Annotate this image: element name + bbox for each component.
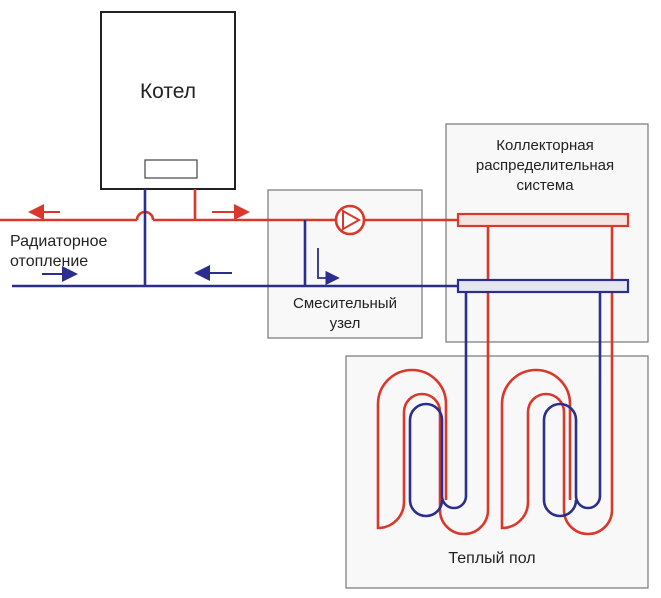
floor-coil-red-left bbox=[376, 368, 490, 536]
floor-coil-red-right bbox=[500, 368, 614, 536]
mixing-unit-label-line1: Смесительный bbox=[293, 295, 397, 312]
boiler-panel bbox=[144, 159, 198, 179]
collector-label-line1: Коллекторная bbox=[496, 137, 593, 154]
pump-triangle bbox=[342, 209, 362, 231]
floor-coil-blue-right bbox=[542, 382, 602, 518]
warm-floor-box bbox=[345, 355, 649, 589]
mixing-unit-label-line2: узел bbox=[330, 315, 361, 332]
collector-label-line2: распределительная bbox=[476, 157, 614, 174]
collector-label-line3: система bbox=[516, 177, 574, 194]
collector-box bbox=[445, 123, 649, 343]
collector-return-bar bbox=[456, 278, 630, 294]
collector-supply-bar bbox=[456, 212, 630, 228]
boiler-label: Котел bbox=[140, 80, 196, 103]
mixing-flow-arrow bbox=[317, 248, 340, 286]
radiator-label-line1: Радиаторное bbox=[10, 233, 108, 250]
warm-floor-label: Теплый пол bbox=[448, 550, 535, 567]
floor-coil-blue-left bbox=[408, 382, 468, 518]
radiator-label-line2: отопление bbox=[10, 253, 88, 270]
